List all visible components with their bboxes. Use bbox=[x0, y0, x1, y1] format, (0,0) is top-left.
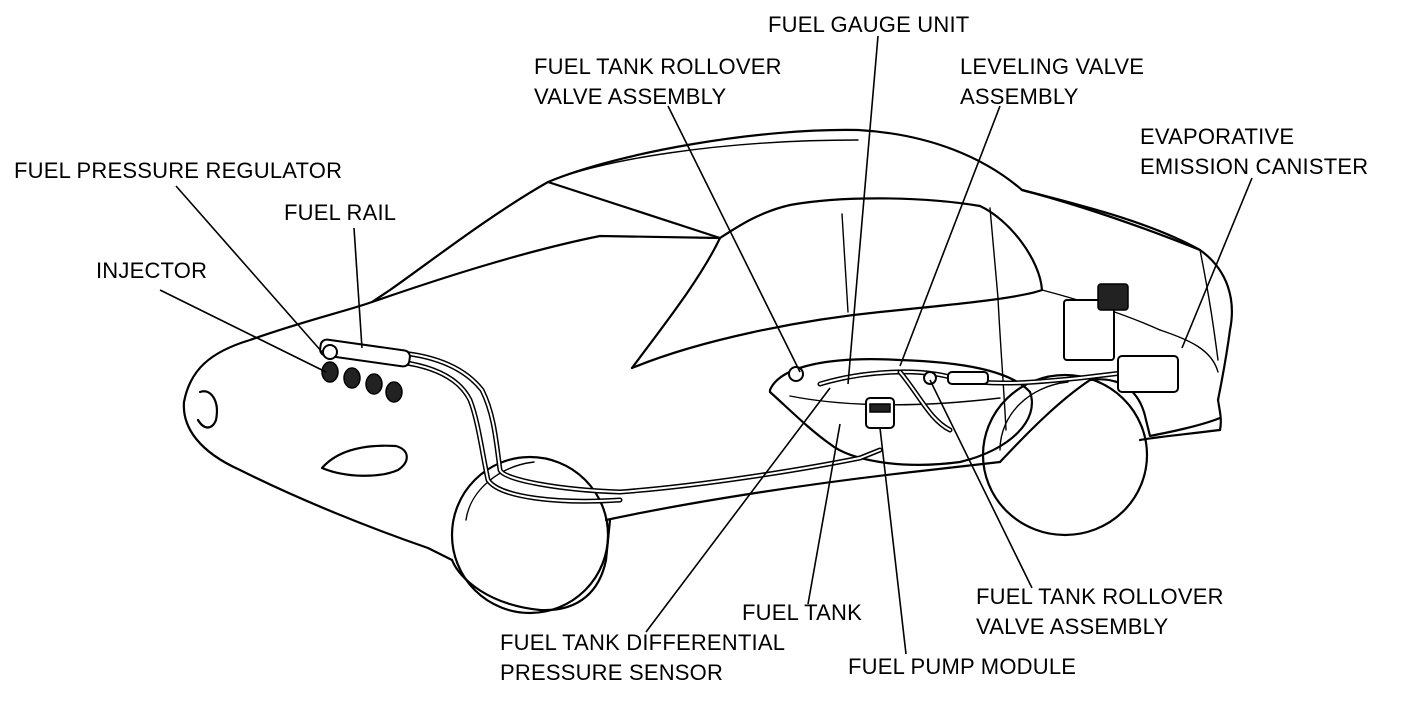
label-leveling-valve: LEVELING VALVE ASSEMBLY bbox=[960, 52, 1144, 112]
label-fuel-rail: FUEL RAIL bbox=[284, 198, 396, 228]
label-rollover-valve-top: FUEL TANK ROLLOVER VALVE ASSEMBLY bbox=[534, 52, 782, 112]
label-rollover-valve-top-line2: VALVE ASSEMBLY bbox=[534, 84, 727, 109]
label-differential-pressure-sensor-line2: PRESSURE SENSOR bbox=[500, 660, 724, 685]
fuel-lines bbox=[377, 349, 1133, 504]
leader-lines bbox=[159, 35, 1253, 655]
label-injector: INJECTOR bbox=[96, 256, 207, 286]
label-fuel-tank-text: FUEL TANK bbox=[742, 600, 862, 625]
label-evap-canister-line2: EMISSION CANISTER bbox=[1140, 154, 1369, 179]
label-differential-pressure-sensor-line1: FUEL TANK DIFFERENTIAL bbox=[500, 630, 786, 655]
wheels bbox=[450, 373, 1149, 615]
rollover-valves bbox=[788, 366, 989, 385]
label-fuel-gauge-unit: FUEL GAUGE UNIT bbox=[768, 10, 969, 40]
evap-canister-shape bbox=[1063, 283, 1179, 393]
fuel-pump-module-shape bbox=[865, 397, 895, 429]
label-fuel-pump-module: FUEL PUMP MODULE bbox=[848, 652, 1076, 682]
label-rollover-valve-bottom: FUEL TANK ROLLOVER VALVE ASSEMBLY bbox=[976, 582, 1224, 642]
label-evap-canister-line1: EVAPORATIVE bbox=[1140, 124, 1295, 149]
label-evap-canister: EVAPORATIVE EMISSION CANISTER bbox=[1140, 122, 1368, 182]
label-fuel-pressure-regulator-text: FUEL PRESSURE REGULATOR bbox=[14, 158, 343, 183]
label-fuel-pump-module-text: FUEL PUMP MODULE bbox=[848, 654, 1077, 679]
label-rollover-valve-bottom-line1: FUEL TANK ROLLOVER bbox=[976, 584, 1224, 609]
label-injector-text: INJECTOR bbox=[96, 258, 208, 283]
label-leveling-valve-line2: ASSEMBLY bbox=[960, 84, 1079, 109]
label-fuel-rail-text: FUEL RAIL bbox=[284, 200, 397, 225]
fuel-rail-and-injectors bbox=[319, 338, 411, 403]
label-rollover-valve-top-line1: FUEL TANK ROLLOVER bbox=[534, 54, 782, 79]
label-rollover-valve-bottom-line2: VALVE ASSEMBLY bbox=[976, 614, 1169, 639]
label-leveling-valve-line1: LEVELING VALVE bbox=[960, 54, 1145, 79]
label-fuel-pressure-regulator: FUEL PRESSURE REGULATOR bbox=[14, 156, 342, 186]
label-fuel-gauge-unit-text: FUEL GAUGE UNIT bbox=[768, 12, 970, 37]
label-differential-pressure-sensor: FUEL TANK DIFFERENTIAL PRESSURE SENSOR bbox=[500, 628, 785, 688]
label-fuel-tank: FUEL TANK bbox=[742, 598, 862, 628]
